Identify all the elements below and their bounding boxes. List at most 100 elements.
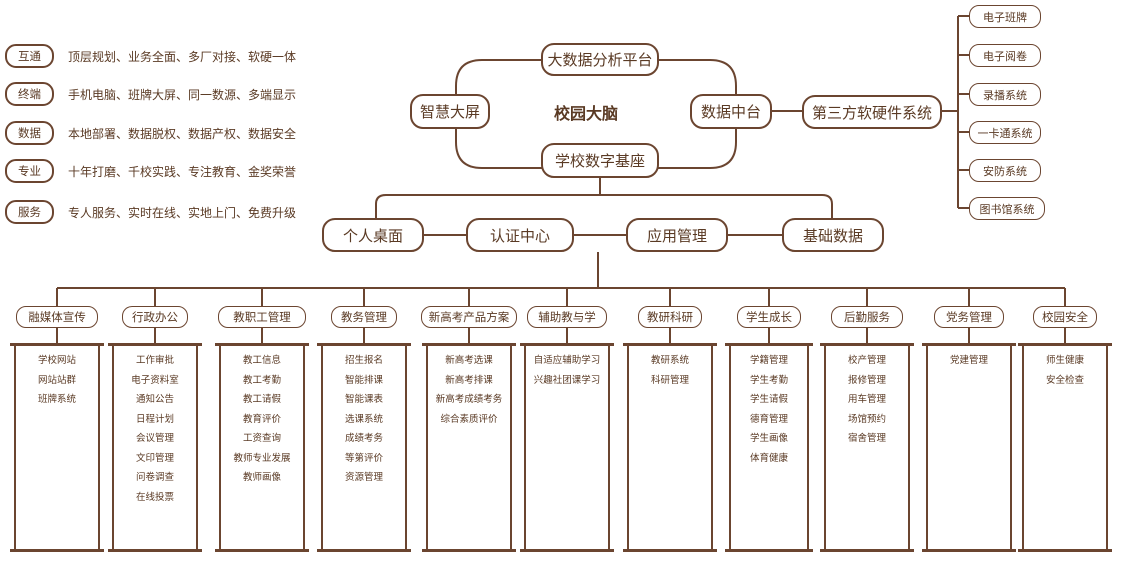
module-item: 智能排课 (344, 374, 383, 386)
column-bar (623, 549, 717, 552)
module-item: 新高考选课 (445, 355, 493, 366)
module-item: 学校网站 (37, 355, 76, 366)
module-item: 等第评价 (344, 452, 383, 464)
column-bar (422, 343, 516, 346)
module-column: 师生健康安全检查 (1018, 343, 1112, 552)
module-item: 学生画像 (749, 433, 788, 444)
module-item: 新高考排课 (445, 374, 493, 386)
module-title: 学生成长 (737, 306, 801, 328)
module-column: 招生报名智能排课智能课表选课系统成绩考务等第评价资源管理 (317, 343, 411, 552)
module-item: 会议管理 (135, 433, 174, 444)
module-column: 党建管理 (922, 343, 1016, 552)
core-node-right: 数据中台 (690, 94, 772, 129)
module-title: 校园安全 (1033, 306, 1097, 328)
module-item: 兴趣社团课学习 (533, 374, 601, 386)
module-item: 报修管理 (847, 374, 886, 386)
legend-text: 专人服务、实时在线、实地上门、免费升级 (68, 206, 297, 220)
column-bar (623, 343, 717, 346)
legend-text: 手机电脑、班牌大屏、同一数源、多端显示 (68, 88, 297, 102)
module-column: 自适应辅助学习兴趣社团课学习 (520, 343, 614, 552)
module-item-list: 学籍管理学生考勤学生请假德育管理学生画像体育健康 (731, 351, 807, 468)
module-item: 教工请假 (242, 394, 281, 405)
module-item: 工作审批 (135, 355, 174, 366)
module-item: 宿舍管理 (847, 433, 886, 444)
module-title: 教职工管理 (218, 306, 306, 328)
module-item: 党建管理 (949, 355, 988, 366)
column-bar (820, 549, 914, 552)
column-bar (922, 549, 1016, 552)
module-item: 电子资料室 (131, 374, 179, 386)
module-item: 选课系统 (344, 413, 383, 425)
legend-label: 服务 (5, 200, 54, 224)
module-title: 新高考产品方案 (421, 306, 517, 328)
module-column: 学籍管理学生考勤学生请假德育管理学生画像体育健康 (725, 343, 813, 552)
column-bar (108, 343, 202, 346)
third-party-item: 电子班牌 (969, 5, 1041, 28)
mid-node-apps: 应用管理 (626, 218, 728, 252)
third-party-item: 录播系统 (969, 83, 1041, 106)
module-item: 学籍管理 (749, 355, 788, 366)
legend-label: 数据 (5, 121, 54, 145)
module-item: 教师专业发展 (233, 452, 291, 464)
column-bar (725, 549, 813, 552)
mid-node-basedata: 基础数据 (782, 218, 884, 252)
module-item-list: 招生报名智能排课智能课表选课系统成绩考务等第评价资源管理 (323, 351, 405, 488)
core-node-bottom: 学校数字基座 (541, 143, 659, 178)
column-bar (215, 549, 309, 552)
module-item: 网站站群 (37, 374, 76, 386)
column-bar (520, 549, 614, 552)
legend-label: 终端 (5, 82, 54, 106)
module-column: 校产管理报修管理用车管理场馆预约宿舍管理 (820, 343, 914, 552)
legend-label: 专业 (5, 159, 54, 183)
module-title: 后勤服务 (831, 306, 903, 328)
column-bar (422, 549, 516, 552)
third-party-item: 图书馆系统 (969, 197, 1045, 220)
module-item: 学生请假 (749, 394, 788, 405)
module-item: 教工考勤 (242, 374, 281, 386)
module-item: 新高考成绩考务 (435, 394, 503, 405)
module-item: 班牌系统 (37, 394, 76, 405)
module-item: 体育健康 (749, 452, 788, 464)
column-bar (1018, 343, 1112, 346)
third-party-node: 第三方软硬件系统 (802, 95, 942, 129)
module-item: 教育评价 (242, 413, 281, 425)
module-item: 工资查询 (242, 433, 281, 444)
module-title: 行政办公 (122, 306, 188, 328)
module-item: 校产管理 (847, 355, 886, 366)
module-item: 教工信息 (242, 355, 281, 366)
column-bar (108, 549, 202, 552)
module-column: 教研系统科研管理 (623, 343, 717, 552)
module-item-list: 党建管理 (928, 351, 1010, 371)
module-title: 教研科研 (638, 306, 702, 328)
module-item: 在线投票 (135, 491, 174, 503)
module-item: 智能课表 (344, 394, 383, 405)
module-item: 日程计划 (135, 413, 174, 425)
module-column: 工作审批电子资料室通知公告日程计划会议管理文印管理问卷调查在线投票 (108, 343, 202, 552)
column-bar (215, 343, 309, 346)
column-bar (820, 343, 914, 346)
module-item-list: 教研系统科研管理 (629, 351, 711, 390)
module-item: 问卷调查 (135, 472, 174, 483)
legend-text: 顶层规划、业务全面、多厂对接、软硬一体 (68, 50, 297, 64)
module-title: 党务管理 (934, 306, 1004, 328)
legend-label: 互通 (5, 44, 54, 68)
module-item: 招生报名 (344, 355, 383, 366)
module-item: 自适应辅助学习 (533, 355, 601, 366)
column-bar (10, 549, 104, 552)
mid-node-desktop: 个人桌面 (322, 218, 424, 252)
column-bar (317, 549, 411, 552)
module-item: 成绩考务 (344, 433, 383, 444)
core-node-left: 智慧大屏 (410, 94, 490, 129)
module-column: 教工信息教工考勤教工请假教育评价工资查询教师专业发展教师画像 (215, 343, 309, 552)
module-item-list: 校产管理报修管理用车管理场馆预约宿舍管理 (826, 351, 908, 449)
module-item: 综合素质评价 (440, 413, 498, 425)
module-item: 文印管理 (135, 452, 174, 464)
module-item: 用车管理 (847, 394, 886, 405)
module-item-list: 工作审批电子资料室通知公告日程计划会议管理文印管理问卷调查在线投票 (114, 351, 196, 507)
module-item: 师生健康 (1045, 355, 1084, 366)
module-item: 教师画像 (242, 472, 281, 483)
third-party-item: 一卡通系统 (969, 121, 1041, 144)
module-item-list: 学校网站网站站群班牌系统 (16, 351, 98, 410)
module-column: 学校网站网站站群班牌系统 (10, 343, 104, 552)
